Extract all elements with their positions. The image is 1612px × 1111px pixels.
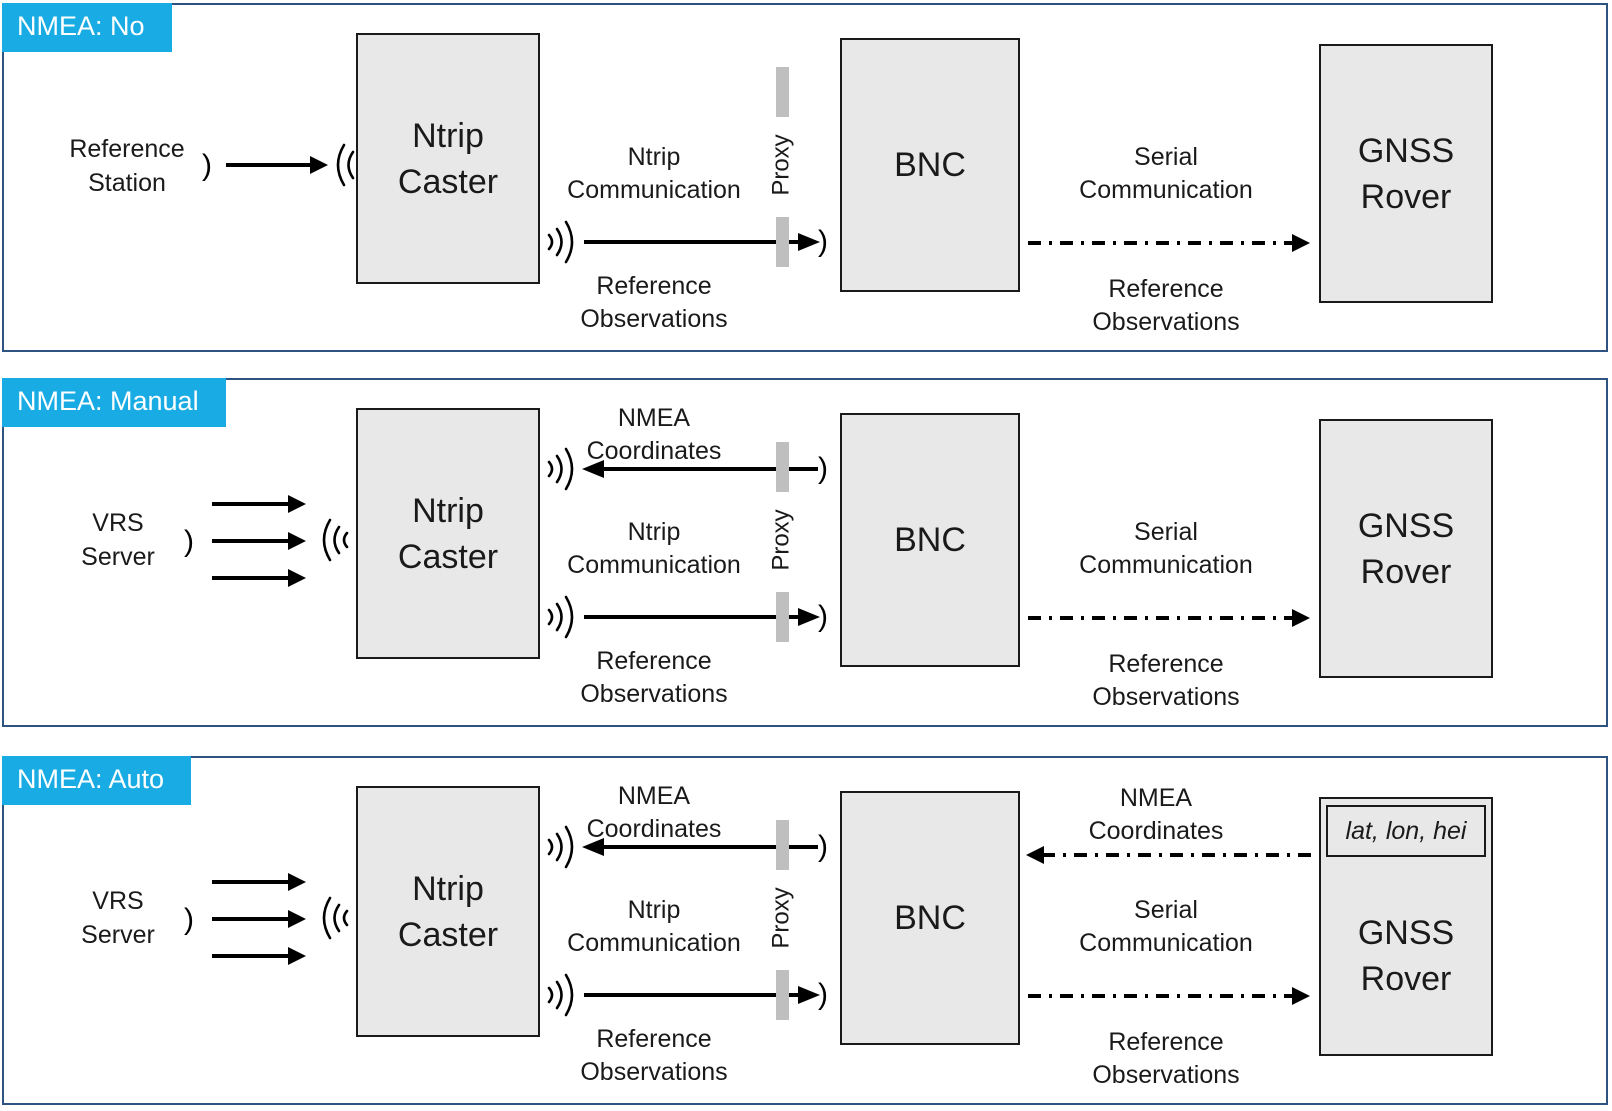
proxy-bar-bottom <box>776 970 789 1020</box>
arrow-reference-observations <box>584 608 820 626</box>
proxy-bar-top <box>776 820 789 870</box>
ntrip-caster-title: Ntrip Caster <box>398 113 498 205</box>
proxy-bar-top <box>776 442 789 492</box>
bnc-title: BNC <box>894 146 966 184</box>
proxy-bar-bottom <box>776 217 789 267</box>
arrow-reference-stream <box>226 156 328 174</box>
serial-communication-label: Serial Communication <box>1079 896 1253 957</box>
arrow-serial-communication <box>1028 609 1310 627</box>
emit-waves-icon <box>547 595 574 639</box>
gnss-rover-title-wrap: GNSS Rover <box>1358 857 1454 1054</box>
gnss-rover-box: GNSS Rover <box>1319 419 1493 678</box>
source-label-line1: Reference <box>69 135 185 163</box>
proxy-bar-top <box>776 67 789 117</box>
nmea-coordinates-right-label: NMEA Coordinates <box>1088 784 1224 845</box>
gnss-rover-title: GNSS Rover <box>1357 913 1455 998</box>
arrows-vrs-streams <box>212 873 306 965</box>
arrow-serial-communication <box>1028 987 1310 1005</box>
proxy-bar-bottom <box>776 592 789 642</box>
gnss-rover-box: GNSS Rover <box>1319 44 1493 303</box>
reference-observations-right-label: Reference Observations <box>1092 650 1240 711</box>
signal-paren-icon: ) <box>818 600 828 633</box>
bnc-box: BNC <box>840 38 1020 292</box>
bnc-box: BNC <box>840 791 1020 1045</box>
ntrip-communication-label: Ntrip Communication <box>567 143 741 204</box>
emit-waves-icon <box>547 825 574 869</box>
signal-paren-icon: ) <box>818 225 828 258</box>
source-label-line2: Server <box>81 921 155 949</box>
receive-waves-icon <box>322 518 349 562</box>
panel-nmea-auto: NMEA: Auto VRS Server ) Ntrip Caster NME… <box>2 756 1608 1105</box>
reference-observations-label: Reference Observations <box>580 647 728 708</box>
source-label-line2: Server <box>81 543 155 571</box>
serial-communication-label: Serial Communication <box>1079 518 1253 579</box>
ntrip-caster-title: Ntrip Caster <box>397 491 499 576</box>
proxy-label: Proxy <box>767 134 795 196</box>
emit-waves-icon <box>547 220 574 264</box>
source-label: VRS Server <box>4 506 232 574</box>
proxy-label: Proxy <box>767 887 795 949</box>
signal-paren-icon: ) <box>184 525 194 558</box>
gnss-rover-box: lat, lon, hei GNSS Rover <box>1319 797 1493 1056</box>
caster-title-line1: Ntrip <box>412 116 484 155</box>
rover-coordinates-box: lat, lon, hei <box>1326 805 1486 857</box>
arrow-serial-communication <box>1028 234 1310 252</box>
emit-waves-icon <box>547 447 574 491</box>
source-label: Reference Station <box>4 132 250 200</box>
arrow-reference-observations <box>584 233 820 251</box>
proxy-label: Proxy <box>767 509 795 571</box>
ntrip-communication-label: Ntrip Communication <box>567 518 741 579</box>
source-label-line1: VRS <box>92 509 144 537</box>
source-label-line2: Station <box>88 169 166 197</box>
panel-nmea-manual: NMEA: Manual VRS Server ) Ntrip Caster N… <box>2 378 1608 727</box>
signal-paren-icon: ) <box>818 452 828 485</box>
mode-badge: NMEA: No <box>2 3 172 52</box>
arrow-nmea-coordinates-feedback <box>1026 846 1314 864</box>
reference-observations-label: Reference Observations <box>580 272 728 333</box>
bnc-title: BNC <box>894 899 966 937</box>
caster-title-line2: Caster <box>397 162 499 201</box>
source-label-line1: VRS <box>92 887 144 915</box>
panel-nmea-no: NMEA: No Reference Station ) Ntrip Caste… <box>2 3 1608 352</box>
bnc-box: BNC <box>840 413 1020 667</box>
signal-paren-icon: ) <box>202 149 212 182</box>
mode-badge: NMEA: Manual <box>2 378 226 427</box>
ntrip-caster-box: Ntrip Caster <box>356 786 540 1037</box>
ntrip-caster-title: Ntrip Caster <box>397 869 499 954</box>
arrow-reference-observations <box>584 986 820 1004</box>
reference-observations-right-label: Reference Observations <box>1092 1028 1240 1089</box>
signal-paren-icon: ) <box>818 978 828 1011</box>
gnss-rover-title: GNSS Rover <box>1357 131 1455 216</box>
nmea-coordinates-label: NMEA Coordinates <box>586 404 722 465</box>
bnc-title: BNC <box>894 521 966 559</box>
signal-paren-icon: ) <box>184 903 194 936</box>
nmea-coordinates-label: NMEA Coordinates <box>586 782 722 843</box>
emit-waves-icon <box>547 973 574 1017</box>
reference-observations-label: Reference Observations <box>580 1025 728 1086</box>
signal-paren-icon: ) <box>818 830 828 863</box>
ntrip-communication-label: Ntrip Communication <box>567 896 741 957</box>
mode-badge: NMEA: Auto <box>2 756 192 805</box>
ntrip-caster-box: Ntrip Caster <box>356 33 540 284</box>
source-label: VRS Server <box>4 884 232 952</box>
gnss-rover-title: GNSS Rover <box>1357 506 1455 591</box>
arrows-vrs-streams <box>212 495 306 587</box>
receive-waves-icon <box>322 896 349 940</box>
serial-communication-label: Serial Communication <box>1079 143 1253 204</box>
ntrip-caster-box: Ntrip Caster <box>356 408 540 659</box>
reference-observations-right-label: Reference Observations <box>1092 275 1240 336</box>
